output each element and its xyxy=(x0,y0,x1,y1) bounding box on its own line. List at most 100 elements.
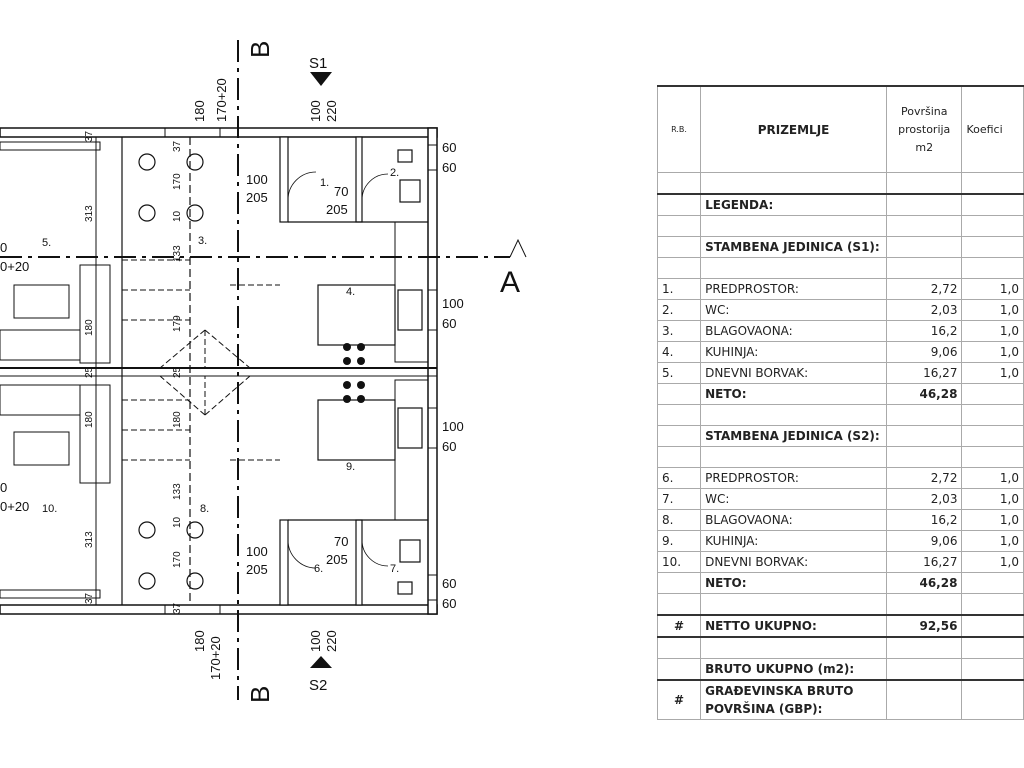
washbasin-icon xyxy=(399,179,421,203)
cell-area: 2,72 xyxy=(886,467,963,489)
toilet-icon xyxy=(397,581,413,595)
dim: 205 xyxy=(246,190,268,205)
unit1-neto-label: NETO: xyxy=(700,383,888,405)
sofa xyxy=(0,264,111,484)
header-area: Površina prostorija m2 xyxy=(886,85,963,173)
gbp-label-l1: GRAĐEVINSKA BRUTO xyxy=(705,684,854,698)
cell-area: 2,03 xyxy=(886,488,963,510)
stairs xyxy=(122,259,280,461)
dim: 220 xyxy=(324,630,339,652)
room-number: 2. xyxy=(390,167,399,179)
cell-coef: 1,0 xyxy=(961,299,1024,321)
room-number: 3. xyxy=(198,235,207,247)
wall-bottom xyxy=(0,604,438,615)
washbasin-icon xyxy=(399,539,421,563)
room-number: 7. xyxy=(390,563,399,575)
dim: 60 xyxy=(442,596,456,611)
total-value: 92,56 xyxy=(886,614,963,638)
cell-area: 2,03 xyxy=(886,299,963,321)
s2-label: S2 xyxy=(309,677,327,694)
dim: 170 xyxy=(172,173,183,190)
toilet-icon xyxy=(397,149,413,163)
sink-icon xyxy=(397,407,423,449)
dim: 37 xyxy=(84,592,95,604)
legend-label: LEGENDA: xyxy=(700,193,888,216)
dining-set xyxy=(138,153,204,590)
cell-rb: 10. xyxy=(656,551,702,573)
dim: 100 xyxy=(246,544,268,559)
dim: 180 xyxy=(192,100,207,122)
dim: 205 xyxy=(246,562,268,577)
dim: 70 xyxy=(334,534,348,549)
dim: 0 xyxy=(0,480,7,495)
header-area-l1: Površina xyxy=(900,104,948,118)
dim: 37 xyxy=(172,140,183,152)
room-number: 1. xyxy=(320,177,329,189)
section-b-bottom: B xyxy=(245,686,275,703)
cell-name: PREDPROSTOR: xyxy=(700,467,888,489)
dim: 170+20 xyxy=(214,78,229,122)
dim: 60 xyxy=(442,160,456,175)
table-row: NETO:46,28 xyxy=(656,383,1024,405)
dim: 205 xyxy=(326,552,348,567)
room-number: 6. xyxy=(314,563,323,575)
header-rb: R.B. xyxy=(656,85,702,173)
cell-name: KUHINJA: xyxy=(700,341,888,363)
unit2-neto-value: 46,28 xyxy=(886,572,963,594)
cell-name: BLAGOVAONA: xyxy=(700,509,888,531)
dim: 170 xyxy=(172,551,183,568)
dim: 180 xyxy=(84,411,95,428)
cell-rb: 2. xyxy=(656,299,702,321)
cell-area: 2,72 xyxy=(886,278,963,300)
dim: 0+20 xyxy=(0,499,29,514)
room-number: 8. xyxy=(200,503,209,515)
dim: 60 xyxy=(442,140,456,155)
room-number: 4. xyxy=(346,286,355,298)
dim: 0+20 xyxy=(0,259,29,274)
cell-name: WC: xyxy=(700,299,888,321)
cell-area: 9,06 xyxy=(886,341,963,363)
cell-coef: 1,0 xyxy=(961,467,1024,489)
dim: 179 xyxy=(172,315,183,332)
unit1-title: STAMBENA JEDINICA (S1): xyxy=(700,236,888,258)
cell-rb: 1. xyxy=(656,278,702,300)
cell-rb: 6. xyxy=(656,467,702,489)
dim: 70 xyxy=(334,184,348,199)
table-row: BRUTO UKUPNO (m2): xyxy=(656,658,1024,681)
header-area-l2: prostorija xyxy=(898,122,951,136)
dim: 37 xyxy=(172,602,183,614)
cell-coef: 1,0 xyxy=(961,320,1024,342)
cell-rb: 8. xyxy=(656,509,702,531)
table-row: NETO:46,28 xyxy=(656,572,1024,594)
dim: 313 xyxy=(84,531,95,548)
room-number: 10. xyxy=(42,503,57,515)
cell-rb: 9. xyxy=(656,530,702,552)
dim: 25 xyxy=(84,366,95,378)
cell-coef: 1,0 xyxy=(961,341,1024,363)
cell-name: PREDPROSTOR: xyxy=(700,278,888,300)
dim: 180 xyxy=(84,319,95,336)
cell-coef: 1,0 xyxy=(961,509,1024,531)
header-area-l3: m2 xyxy=(915,140,934,154)
gbp-rb: # xyxy=(656,679,702,720)
wall-top xyxy=(0,127,438,138)
total-rb: # xyxy=(656,614,702,638)
sink-icon xyxy=(397,289,423,331)
cell-coef: 1,0 xyxy=(961,278,1024,300)
floor-plan: B B A S1 S2 1. 2. 3. 4. 5. 6. 7. 8. 9. 1… xyxy=(0,40,527,703)
dim: 100 xyxy=(442,419,464,434)
s1-marker-icon xyxy=(310,72,332,86)
table-row: STAMBENA JEDINICA (S2): xyxy=(656,425,1024,447)
dim: 100 xyxy=(246,172,268,187)
unit1-neto-value: 46,28 xyxy=(886,383,963,405)
